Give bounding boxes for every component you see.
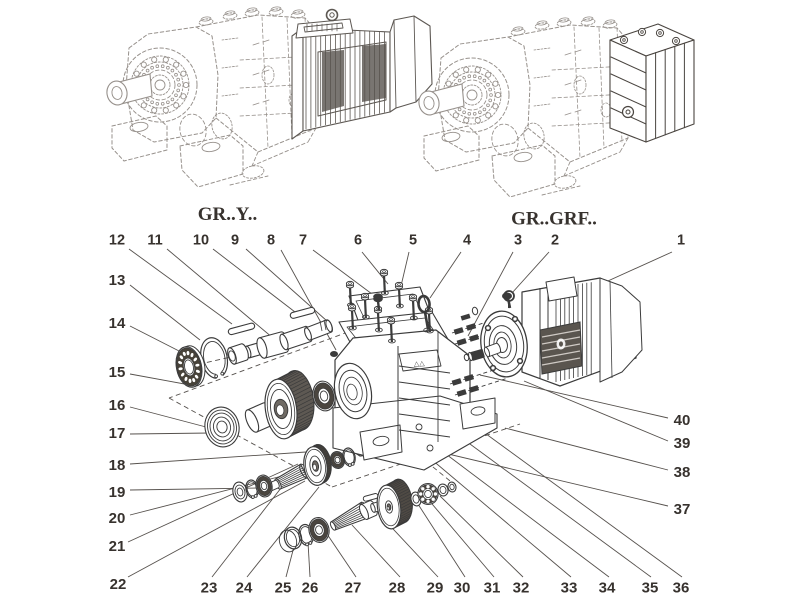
svg-text:38: 38	[674, 464, 691, 481]
svg-text:34: 34	[599, 580, 616, 597]
svg-text:13: 13	[109, 272, 126, 289]
svg-text:27: 27	[345, 580, 362, 597]
svg-text:20: 20	[109, 510, 126, 527]
svg-text:4: 4	[463, 233, 471, 249]
svg-text:14: 14	[109, 315, 126, 332]
svg-text:15: 15	[109, 364, 126, 381]
svg-text:19: 19	[109, 484, 126, 501]
svg-text:9: 9	[231, 233, 239, 249]
svg-text:33: 33	[561, 580, 578, 597]
svg-text:29: 29	[427, 580, 444, 597]
svg-text:32: 32	[513, 580, 530, 597]
svg-text:1: 1	[677, 233, 685, 249]
svg-text:28: 28	[389, 580, 406, 597]
svg-text:36: 36	[673, 580, 690, 597]
svg-text:2: 2	[551, 233, 559, 249]
svg-text:39: 39	[674, 435, 691, 452]
svg-text:7: 7	[299, 233, 307, 249]
svg-text:23: 23	[201, 580, 218, 597]
svg-text:16: 16	[109, 397, 126, 414]
svg-text:3: 3	[514, 233, 522, 249]
svg-text:5: 5	[409, 233, 417, 249]
svg-text:24: 24	[236, 580, 253, 597]
svg-text:17: 17	[109, 425, 126, 442]
svg-text:GR..Y..: GR..Y..	[198, 204, 257, 225]
svg-text:35: 35	[642, 580, 659, 597]
svg-text:△△: △△	[414, 360, 426, 368]
svg-text:40: 40	[674, 412, 691, 429]
svg-text:10: 10	[193, 233, 209, 249]
svg-text:22: 22	[110, 576, 127, 593]
svg-text:25: 25	[275, 580, 292, 597]
svg-text:GR..GRF..: GR..GRF..	[511, 209, 597, 230]
svg-text:31: 31	[484, 580, 501, 597]
svg-text:21: 21	[109, 538, 126, 555]
svg-text:8: 8	[267, 233, 275, 249]
svg-text:18: 18	[109, 457, 126, 474]
svg-text:30: 30	[454, 580, 471, 597]
svg-text:37: 37	[674, 501, 691, 518]
svg-text:12: 12	[109, 233, 125, 249]
svg-text:11: 11	[147, 233, 162, 249]
svg-text:6: 6	[354, 233, 362, 249]
svg-text:26: 26	[302, 580, 319, 597]
